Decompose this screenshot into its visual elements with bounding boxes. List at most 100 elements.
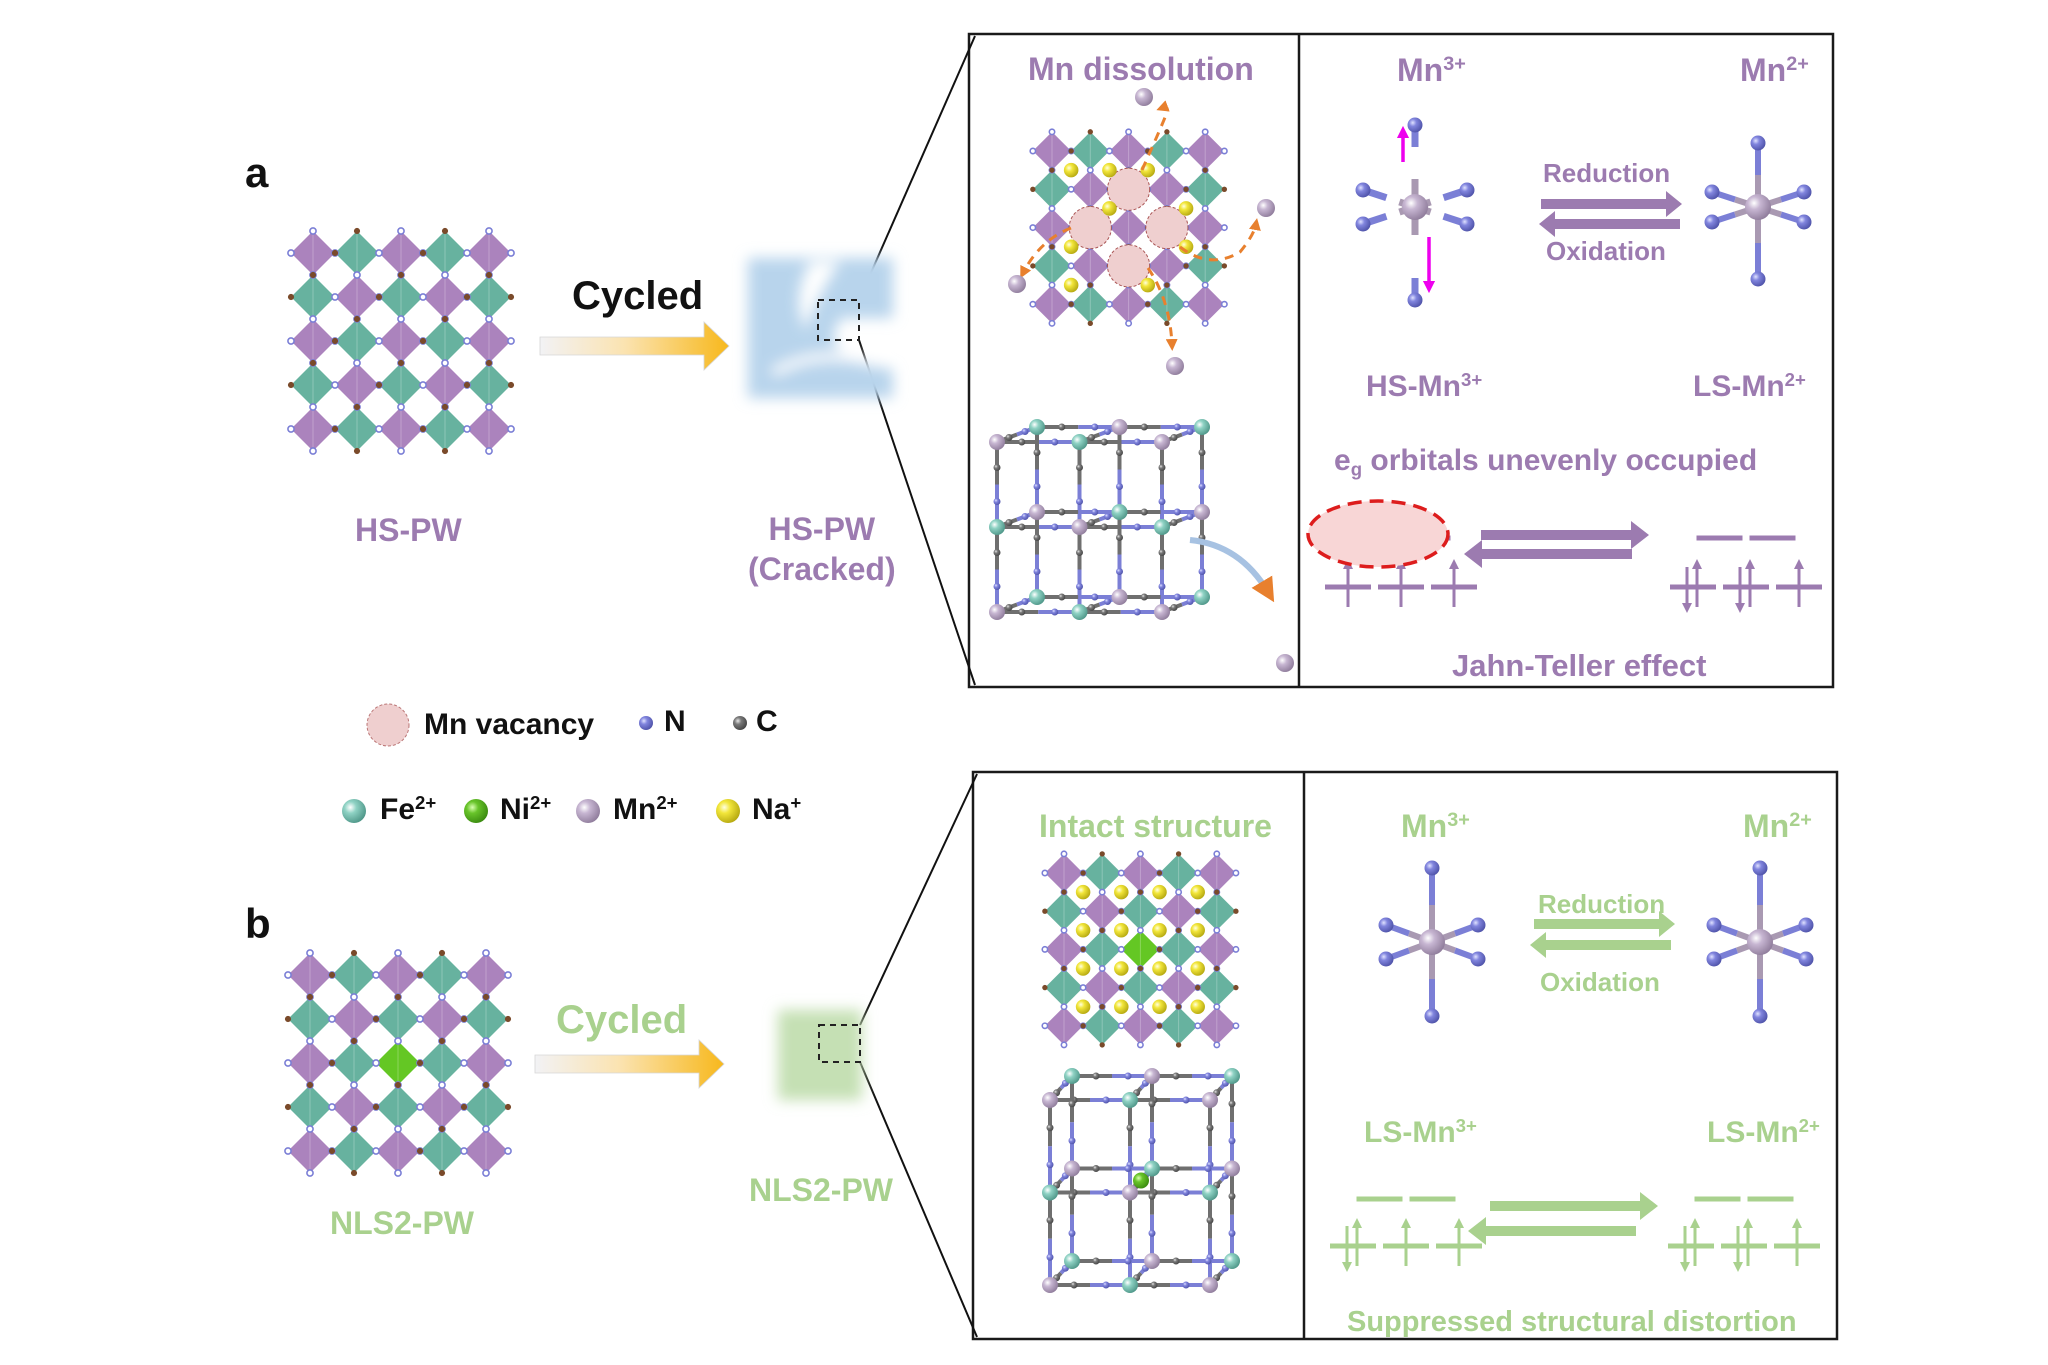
carbon-atom xyxy=(1076,464,1083,471)
legend-mn-charge: 2+ xyxy=(656,791,678,813)
mn-center-atom xyxy=(1419,929,1445,955)
mn-framework-atom xyxy=(1144,1068,1160,1084)
nitrogen-atom xyxy=(1798,951,1814,967)
nitrogen-node xyxy=(460,971,468,979)
fe-octahedron xyxy=(288,997,332,1041)
dissolved-mn-atom xyxy=(1257,199,1275,217)
nitrogen-node xyxy=(1060,850,1068,858)
spin-down-head xyxy=(1682,603,1692,613)
nitrogen-atom xyxy=(1021,513,1029,520)
mn-octahedron xyxy=(335,275,379,319)
nitrogen-atom xyxy=(1173,508,1181,516)
nitrogen-atom xyxy=(1750,135,1766,151)
carbon-node xyxy=(328,971,336,979)
eg-orbitals-title: eg orbitals unevenly occupied xyxy=(1334,446,1757,479)
nitrogen-atom xyxy=(1051,438,1059,446)
nitrogen-atom xyxy=(1124,1072,1132,1080)
carbon-node xyxy=(507,293,515,301)
carbon-node xyxy=(1202,244,1208,250)
carbon-node xyxy=(353,227,361,235)
legend-fe-base: Fe xyxy=(380,793,416,826)
nitrogen-atom xyxy=(1173,423,1181,431)
panel-a-label: a xyxy=(245,149,269,196)
ni-framework-atom xyxy=(1133,1172,1149,1189)
na-ion xyxy=(1190,923,1205,938)
carbon-node xyxy=(372,1015,380,1023)
mn-octahedron xyxy=(291,407,335,451)
mn-framework-atom xyxy=(1154,434,1170,450)
carbon-node xyxy=(1183,263,1189,269)
nitrogen-node xyxy=(375,425,383,433)
carbon-node xyxy=(350,1037,358,1045)
carbon-atom xyxy=(1033,534,1041,541)
fe-framework-atom xyxy=(1194,589,1210,605)
fe-octahedron xyxy=(1186,170,1225,209)
nitrogen-node xyxy=(504,1059,512,1067)
carbon-atom xyxy=(1046,1124,1054,1132)
fe-framework-atom xyxy=(1029,589,1045,605)
carbon-node xyxy=(1080,870,1086,876)
nitrogen-node xyxy=(1194,945,1202,953)
nitrogen-atom xyxy=(1798,917,1814,933)
ls-mn2-complex-a xyxy=(1704,135,1812,287)
nitrogen-node xyxy=(331,293,339,301)
hs-pw-cracked-label: HS-PW (Cracked) xyxy=(748,509,896,589)
fe-framework-atom xyxy=(1194,419,1210,435)
fe-octahedron xyxy=(1159,930,1198,969)
fe-octahedron xyxy=(332,1041,376,1085)
carbon-node xyxy=(1175,1042,1182,1048)
carbon-atom xyxy=(1005,604,1013,611)
fe-octahedron xyxy=(1147,285,1187,324)
nitrogen-atom xyxy=(1021,598,1029,605)
nitrogen-atom xyxy=(1102,1096,1110,1104)
nitrogen-node xyxy=(284,971,292,979)
mn-octahedron xyxy=(1109,131,1148,171)
mn-framework-atom xyxy=(1202,1277,1218,1293)
nitrogen-atom xyxy=(1158,583,1166,590)
spin-up-head xyxy=(1794,559,1804,569)
nitrogen-atom xyxy=(1706,917,1722,933)
carbon-node xyxy=(441,447,449,455)
ion-mn2-label-b: Mn2+ xyxy=(1743,810,1812,842)
nitrogen-atom xyxy=(1133,523,1141,531)
ls-mn2-state-label-b: LS-Mn2+ xyxy=(1707,1116,1820,1148)
carbon-atom xyxy=(1092,1165,1100,1172)
mn-vacancy-icon xyxy=(366,703,410,747)
nitrogen-node xyxy=(397,227,405,235)
fe-octahedron xyxy=(1032,170,1072,209)
mn-vacancy xyxy=(1145,206,1189,250)
mn-octahedron xyxy=(1109,285,1148,324)
nitrogen-node xyxy=(1067,185,1075,193)
nitrogen-atom xyxy=(1046,1161,1054,1169)
nitrogen-atom xyxy=(1173,593,1181,601)
eg-subscript: g xyxy=(1350,458,1363,480)
carbon-node xyxy=(1049,167,1055,173)
nitrogen-node xyxy=(1048,281,1056,289)
nitrogen-atom xyxy=(1704,184,1720,200)
nitrogen-node xyxy=(331,381,339,389)
nitrogen-node xyxy=(1194,869,1202,877)
nitrogen-atom xyxy=(1182,1096,1190,1104)
na-ion xyxy=(1063,162,1079,178)
carbon-atom xyxy=(1116,449,1123,456)
fe-octahedron xyxy=(1197,892,1236,931)
carbon-node xyxy=(441,227,449,235)
nitrogen-atom xyxy=(1102,1281,1110,1289)
carbon-node xyxy=(1080,1023,1086,1029)
nitrogen-node xyxy=(1136,850,1144,858)
fe-octahedron xyxy=(1032,246,1072,286)
ls-mn3-state-label: LS-Mn3+ xyxy=(1364,1116,1477,1148)
nitrogen-node xyxy=(485,227,493,235)
nitrogen-node xyxy=(1220,300,1228,308)
mn-center-atom xyxy=(1745,194,1771,220)
carbon-atom xyxy=(1126,1216,1134,1224)
fe-octahedron xyxy=(332,1129,376,1173)
legend-mn: Mn2+ xyxy=(613,791,678,825)
mn-framework-atom xyxy=(1111,419,1128,435)
ls-mn2-orbital-config-a xyxy=(1670,535,1822,613)
mn-center-atom xyxy=(1747,929,1773,955)
nls2-pw-intact-lattice xyxy=(1041,850,1240,1049)
mn-octahedron xyxy=(1032,208,1072,247)
nitrogen-atom xyxy=(1068,1137,1076,1145)
carbon-atom xyxy=(1092,1072,1100,1080)
